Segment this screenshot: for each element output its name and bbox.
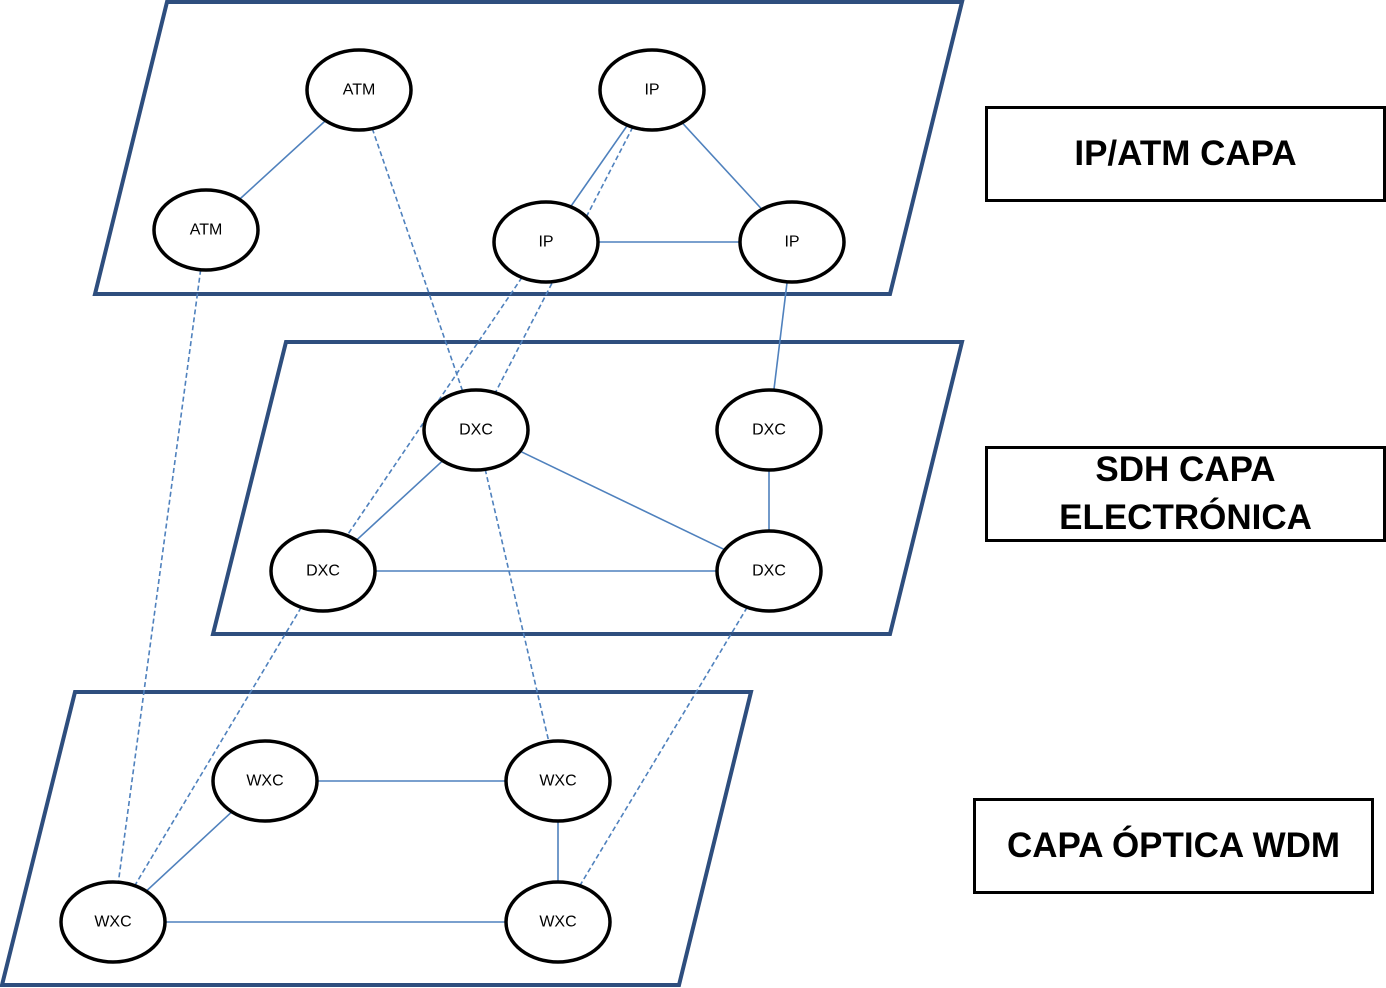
node-ellipse-dxc1 bbox=[422, 388, 530, 472]
node-ellipse-dxc3 bbox=[269, 529, 377, 613]
node-ellipse-ip1 bbox=[598, 48, 706, 132]
ip-atm-layer-label-text: IP/ATM CAPA bbox=[1074, 134, 1297, 173]
node-ip1: IP bbox=[598, 48, 706, 132]
link-ip3-dxc2 bbox=[773, 281, 788, 391]
link-ip1-ip3 bbox=[681, 122, 763, 210]
node-ellipse-dxc4 bbox=[715, 529, 823, 613]
node-label-dxc2: DXC bbox=[752, 422, 786, 439]
node-wxc2: WXC bbox=[504, 739, 612, 823]
nodes-group: ATM ATM IP IP IP DXC DXC DXC DXC WXC WXC WXC WXC bbox=[59, 48, 846, 964]
link-dxc4-wxc4 bbox=[579, 606, 748, 887]
node-wxc3: WXC bbox=[59, 880, 167, 964]
link-atm2-wxc3 bbox=[117, 269, 202, 883]
node-label-wxc2: WXC bbox=[539, 773, 576, 790]
node-label-ip3: IP bbox=[784, 234, 799, 251]
node-ellipse-ip3 bbox=[738, 200, 846, 284]
node-label-ip2: IP bbox=[538, 234, 553, 251]
node-ellipse-wxc2 bbox=[504, 739, 612, 823]
node-ip3: IP bbox=[738, 200, 846, 284]
node-ip2: IP bbox=[492, 200, 600, 284]
node-label-wxc1: WXC bbox=[246, 773, 283, 790]
node-dxc1: DXC bbox=[422, 388, 530, 472]
wdm-layer-label: CAPA ÓPTICA WDM bbox=[973, 798, 1374, 894]
link-atm1-atm2 bbox=[238, 120, 327, 200]
node-ellipse-wxc1 bbox=[211, 739, 319, 823]
node-label-wxc3: WXC bbox=[94, 914, 131, 931]
node-label-ip1: IP bbox=[644, 82, 659, 99]
node-ellipse-ip2 bbox=[492, 200, 600, 284]
node-wxc4: WXC bbox=[504, 880, 612, 964]
node-dxc3: DXC bbox=[269, 529, 377, 613]
links-group bbox=[117, 120, 788, 923]
wdm-layer-label-text: CAPA ÓPTICA WDM bbox=[1006, 826, 1341, 865]
node-atm1: ATM bbox=[305, 48, 413, 132]
link-wxc1-wxc3 bbox=[145, 811, 233, 892]
link-dxc1-dxc4 bbox=[519, 450, 726, 551]
node-label-atm2: ATM bbox=[190, 222, 223, 239]
sdh-layer-label-line1: SDH CAPA bbox=[1095, 450, 1276, 489]
node-atm2: ATM bbox=[152, 188, 260, 272]
node-ellipse-atm1 bbox=[305, 48, 413, 132]
node-dxc4: DXC bbox=[715, 529, 823, 613]
node-wxc1: WXC bbox=[211, 739, 319, 823]
node-ellipse-wxc4 bbox=[504, 880, 612, 964]
link-atm1-dxc1 bbox=[371, 128, 464, 392]
node-label-atm1: ATM bbox=[343, 82, 376, 99]
node-ellipse-dxc2 bbox=[715, 388, 823, 472]
link-ip1-ip2 bbox=[569, 124, 629, 208]
link-dxc3-wxc3 bbox=[134, 606, 302, 887]
sdh-layer-label-line2: ELECTRÓNICA bbox=[1059, 498, 1312, 537]
node-label-dxc1: DXC bbox=[459, 422, 493, 439]
node-ellipse-atm2 bbox=[152, 188, 260, 272]
node-label-wxc4: WXC bbox=[539, 914, 576, 931]
node-dxc2: DXC bbox=[715, 388, 823, 472]
node-label-dxc3: DXC bbox=[306, 563, 340, 580]
link-ip1-dxc1 bbox=[494, 126, 634, 394]
node-ellipse-wxc3 bbox=[59, 880, 167, 964]
link-dxc1-wxc2 bbox=[484, 469, 550, 742]
link-dxc1-dxc3 bbox=[355, 460, 444, 541]
node-label-dxc4: DXC bbox=[752, 563, 786, 580]
sdh-layer-label: SDH CAPA ELECTRÓNICA bbox=[985, 446, 1386, 542]
ip-atm-layer-label: IP/ATM CAPA bbox=[985, 106, 1386, 202]
